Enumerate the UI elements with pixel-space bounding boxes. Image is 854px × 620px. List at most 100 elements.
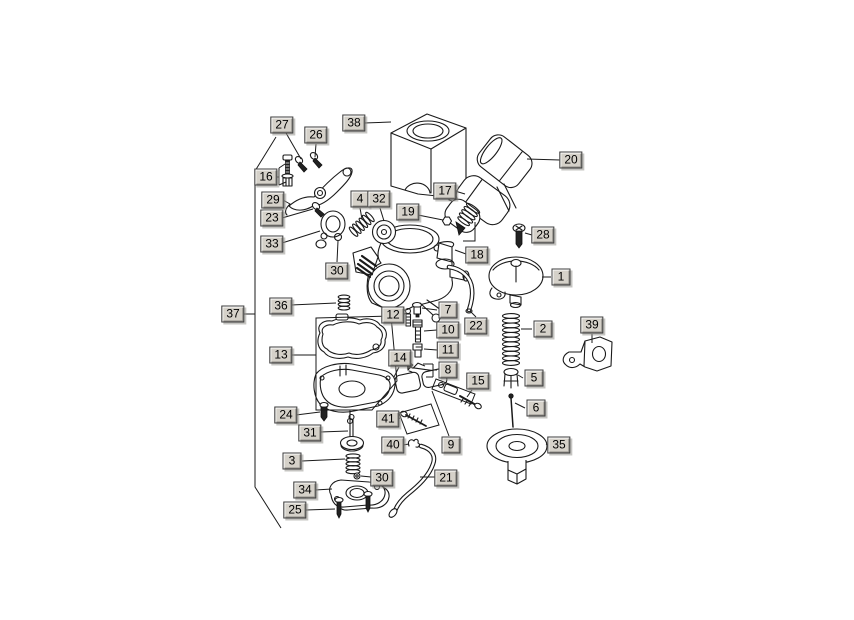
part-label-12[interactable]: 12 — [381, 306, 405, 324]
idle-screw-set — [400, 410, 427, 427]
part-label-30-30[interactable]: 30 — [370, 469, 394, 487]
leader-line-25 — [305, 508, 336, 511]
small-oring-30 — [333, 232, 343, 242]
part-label-7[interactable]: 7 — [438, 301, 458, 319]
part-label-30-29[interactable]: 30 — [325, 262, 349, 280]
group-37-bracket — [254, 136, 282, 529]
leader-line-30 — [360, 475, 372, 478]
leader-line-5 — [517, 374, 524, 379]
plunger-valve — [339, 413, 365, 452]
leader-line-3 — [301, 458, 346, 462]
starter-plunger-cover — [315, 210, 346, 249]
part-label-16[interactable]: 16 — [254, 168, 278, 186]
bolt-and-nut-16 — [281, 154, 294, 187]
part-label-11[interactable]: 11 — [436, 341, 460, 359]
part-label-26[interactable]: 26 — [304, 126, 328, 144]
mounting-bracket — [562, 336, 613, 372]
part-label-17[interactable]: 17 — [433, 182, 457, 200]
choke-needle-pointer — [463, 222, 476, 242]
part-label-3[interactable]: 3 — [282, 452, 302, 470]
part-label-29[interactable]: 29 — [261, 191, 285, 209]
part-label-38[interactable]: 38 — [342, 114, 366, 132]
part-label-21[interactable]: 21 — [434, 469, 458, 487]
choke-needle — [455, 221, 466, 236]
part-label-35[interactable]: 35 — [547, 436, 571, 454]
leader-line-7 — [421, 307, 438, 311]
plunger-return-spring — [345, 453, 361, 475]
part-label-34[interactable]: 34 — [293, 481, 317, 499]
part-label-8[interactable]: 8 — [438, 361, 458, 379]
part-label-25[interactable]: 25 — [283, 501, 307, 519]
plunger-spring — [348, 211, 375, 237]
part-label-5[interactable]: 5 — [524, 369, 544, 387]
part-label-19[interactable]: 19 — [396, 203, 420, 221]
part-label-14[interactable]: 14 — [388, 349, 412, 367]
part-label-31[interactable]: 31 — [298, 424, 322, 442]
hose-clip — [407, 438, 421, 448]
part-label-10[interactable]: 10 — [436, 321, 460, 339]
part-label-15[interactable]: 15 — [466, 372, 490, 390]
small-spring-36 — [337, 294, 351, 311]
needle-holder — [503, 367, 519, 389]
part-label-9[interactable]: 9 — [441, 436, 461, 454]
part-label-2[interactable]: 2 — [533, 320, 553, 338]
leader-line-36 — [290, 302, 337, 306]
leader-line-38 — [363, 121, 392, 124]
part-label-37[interactable]: 37 — [221, 305, 245, 323]
part-label-39[interactable]: 39 — [580, 316, 604, 334]
vacuum-piston — [486, 428, 548, 485]
leader-line-18 — [454, 249, 467, 255]
auto-choke-unit — [444, 175, 517, 236]
leader-line-11 — [423, 348, 438, 351]
part-label-24[interactable]: 24 — [274, 406, 298, 424]
screw-23 — [311, 202, 325, 218]
leader-line-30 — [336, 240, 339, 263]
needle-valve-set — [437, 381, 482, 410]
leader-line-28 — [524, 232, 533, 236]
part-label-18[interactable]: 18 — [465, 246, 489, 264]
part-label-6[interactable]: 6 — [526, 399, 546, 417]
part-label-41[interactable]: 41 — [376, 410, 400, 428]
enclosure-part-13 — [315, 315, 398, 411]
breather-pipe — [446, 264, 475, 314]
fuel-hose — [388, 443, 437, 518]
group-16-bracket-top — [278, 163, 286, 169]
part-label-20[interactable]: 20 — [559, 151, 583, 169]
leader-line-6 — [514, 402, 526, 409]
leader-line-15 — [466, 389, 473, 398]
part-label-40[interactable]: 40 — [381, 436, 405, 454]
part-label-28[interactable]: 28 — [531, 226, 555, 244]
screw-26 — [309, 152, 323, 169]
choke-lever-assembly — [285, 167, 353, 216]
leader-line-33 — [281, 230, 321, 244]
leader-line-34 — [314, 488, 333, 491]
part-label-23[interactable]: 23 — [260, 209, 284, 227]
part-label-22[interactable]: 22 — [464, 317, 488, 335]
leader-line-22 — [469, 310, 477, 318]
leader-line-20 — [526, 158, 561, 161]
part-label-27[interactable]: 27 — [270, 116, 294, 134]
leader-line-31 — [319, 430, 349, 433]
leader-line-32 — [379, 207, 385, 222]
leader-line-4 — [359, 207, 363, 220]
leader-line-10 — [423, 329, 438, 332]
leader-line-26 — [314, 143, 317, 158]
enclosure-part-41 — [398, 403, 440, 435]
part-label-33[interactable]: 33 — [260, 235, 284, 253]
part-label-13[interactable]: 13 — [269, 346, 293, 364]
group-16-bracket-bottom — [278, 181, 287, 186]
leader-line-19 — [417, 214, 444, 221]
piston-spring — [501, 313, 521, 366]
part-label-1[interactable]: 1 — [551, 268, 571, 286]
part-label-36[interactable]: 36 — [269, 297, 293, 315]
screw-28 — [512, 223, 526, 249]
part-label-32[interactable]: 32 — [367, 190, 391, 208]
top-cover — [488, 256, 544, 309]
leader-line-9 — [431, 390, 450, 437]
leader-line-23 — [281, 208, 314, 219]
jet-needle — [508, 393, 514, 428]
choke-thread-tip — [457, 202, 481, 227]
